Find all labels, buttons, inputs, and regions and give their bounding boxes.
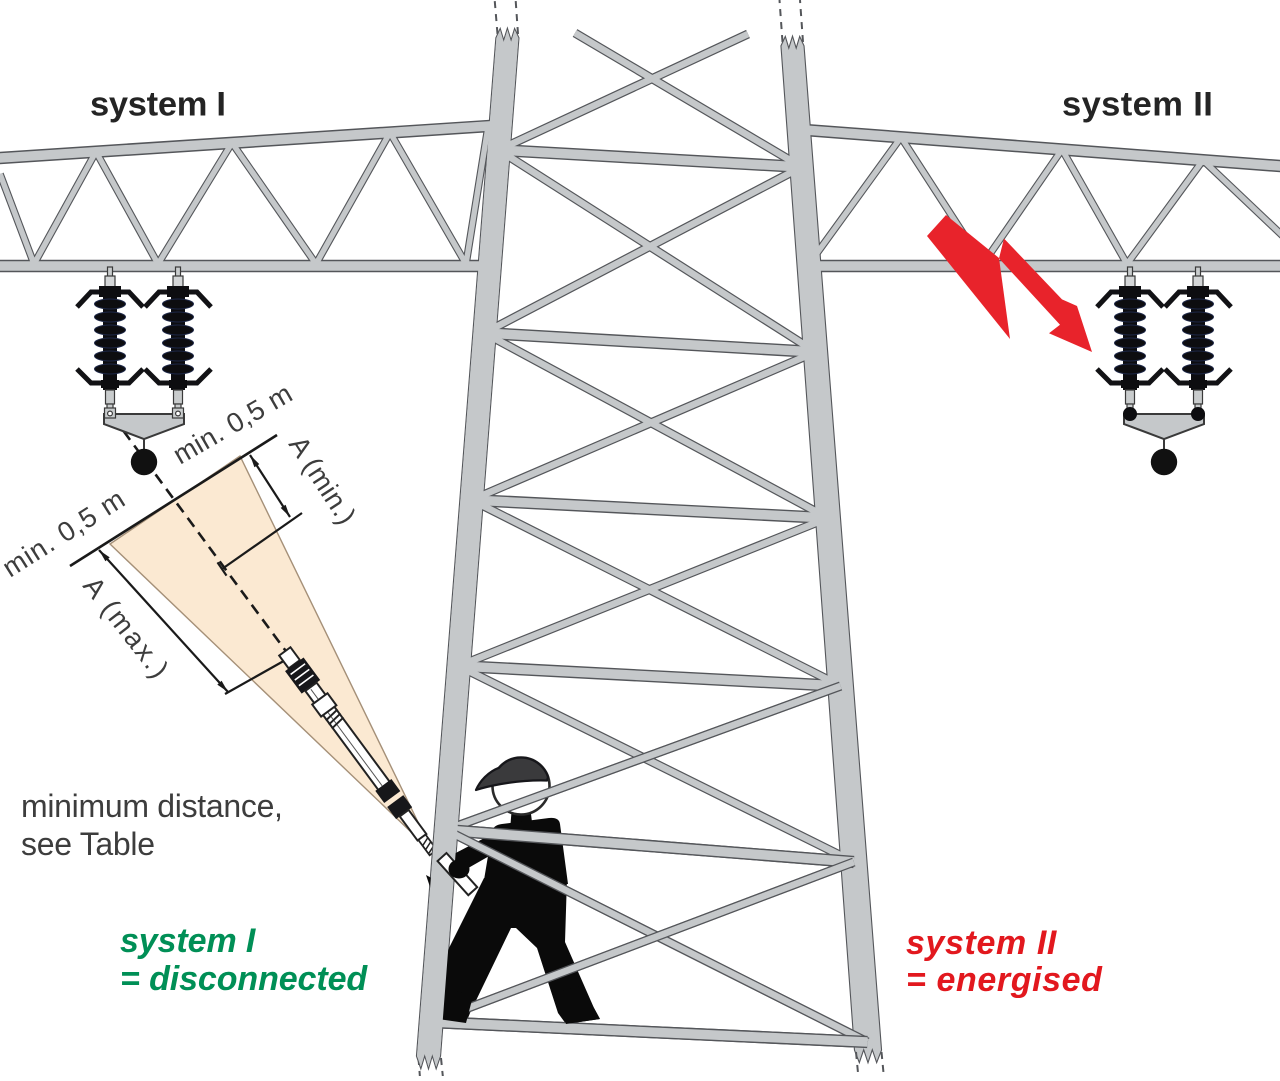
svg-text:= energised: = energised bbox=[906, 961, 1103, 999]
svg-text:see Table: see Table bbox=[21, 826, 155, 862]
svg-text:system II: system II bbox=[1062, 86, 1213, 124]
svg-text:= disconnected: = disconnected bbox=[120, 960, 368, 998]
svg-text:system II: system II bbox=[906, 924, 1058, 962]
svg-text:minimum distance,: minimum distance, bbox=[21, 788, 283, 824]
svg-text:system I: system I bbox=[120, 922, 257, 960]
svg-text:system I: system I bbox=[90, 86, 226, 124]
